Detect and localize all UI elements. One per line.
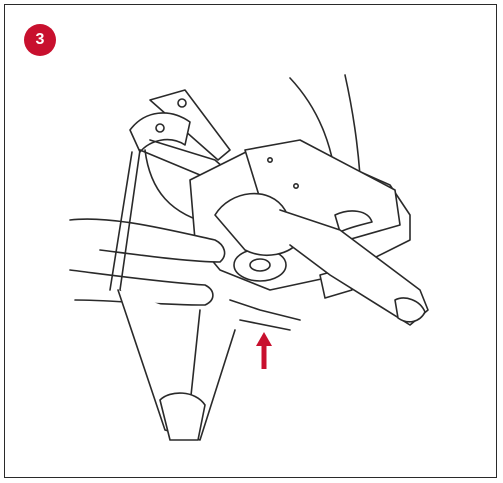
latch-grip: [394, 297, 426, 323]
leg-joint: [159, 392, 206, 441]
rear-leg: [189, 309, 201, 406]
frame-strut: [229, 299, 301, 321]
step-number: 3: [35, 31, 45, 48]
latch-arm: [279, 209, 429, 326]
seat-slot: [334, 210, 373, 233]
handle-pivot: [177, 98, 187, 108]
front-leg: [109, 151, 133, 291]
hand-upper: [69, 218, 226, 263]
frame-strut: [239, 319, 291, 331]
seat-rivet: [292, 183, 299, 190]
push-up-arrow: [256, 332, 272, 369]
step-number-badge: 3: [24, 24, 56, 56]
wheel-hub-inner: [249, 258, 271, 272]
seat-rivet: [266, 157, 273, 164]
handle-pivot: [155, 123, 165, 133]
